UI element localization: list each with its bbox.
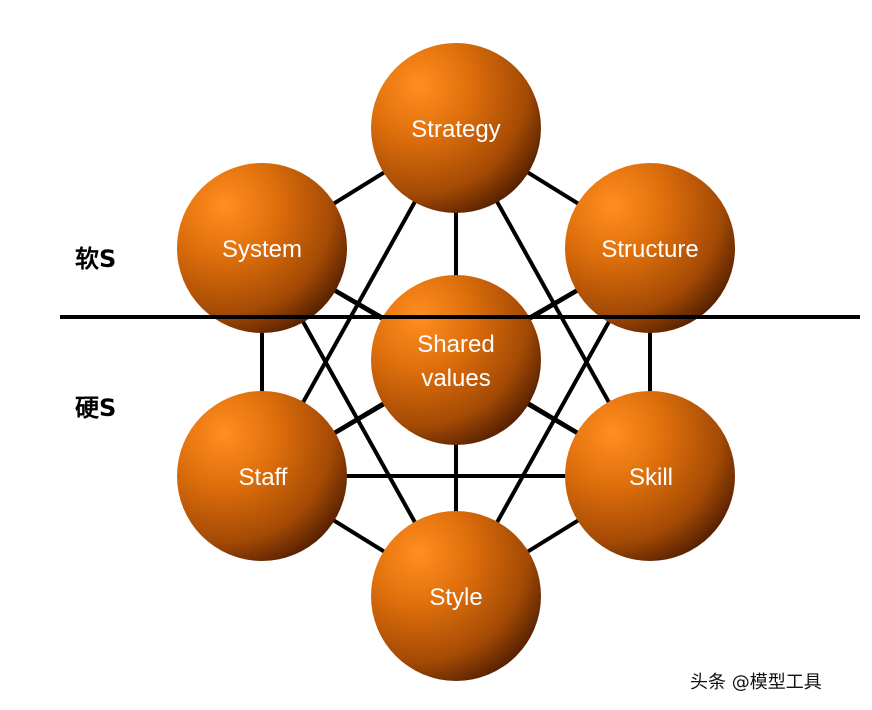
shared-values-label-line1: Shared <box>417 331 494 358</box>
shared-values-sphere <box>371 275 541 445</box>
staff-sphere <box>177 391 347 561</box>
node-structure: Structure <box>565 163 735 333</box>
node-style: Style <box>371 511 541 681</box>
watermark-text: 头条 @模型工具 <box>690 672 822 693</box>
node-strategy: Strategy <box>371 43 541 213</box>
style-sphere <box>371 511 541 681</box>
system-label: System <box>222 236 302 263</box>
node-skill: Skill <box>565 391 735 561</box>
soft-s-label: 软S <box>75 245 116 273</box>
skill-label: Skill <box>629 464 673 491</box>
strategy-label: Strategy <box>411 116 500 143</box>
style-label: Style <box>429 584 482 611</box>
skill-sphere <box>565 391 735 561</box>
hard-s-label: 硬S <box>75 394 116 422</box>
node-staff: Staff <box>177 391 347 561</box>
node-system: System <box>177 163 347 333</box>
system-sphere <box>177 163 347 333</box>
staff-label: Staff <box>239 464 288 491</box>
structure-sphere <box>565 163 735 333</box>
strategy-sphere <box>371 43 541 213</box>
node-shared-values: Shared values <box>371 275 541 445</box>
shared-values-label-line2: values <box>421 365 490 392</box>
structure-label: Structure <box>601 236 698 263</box>
